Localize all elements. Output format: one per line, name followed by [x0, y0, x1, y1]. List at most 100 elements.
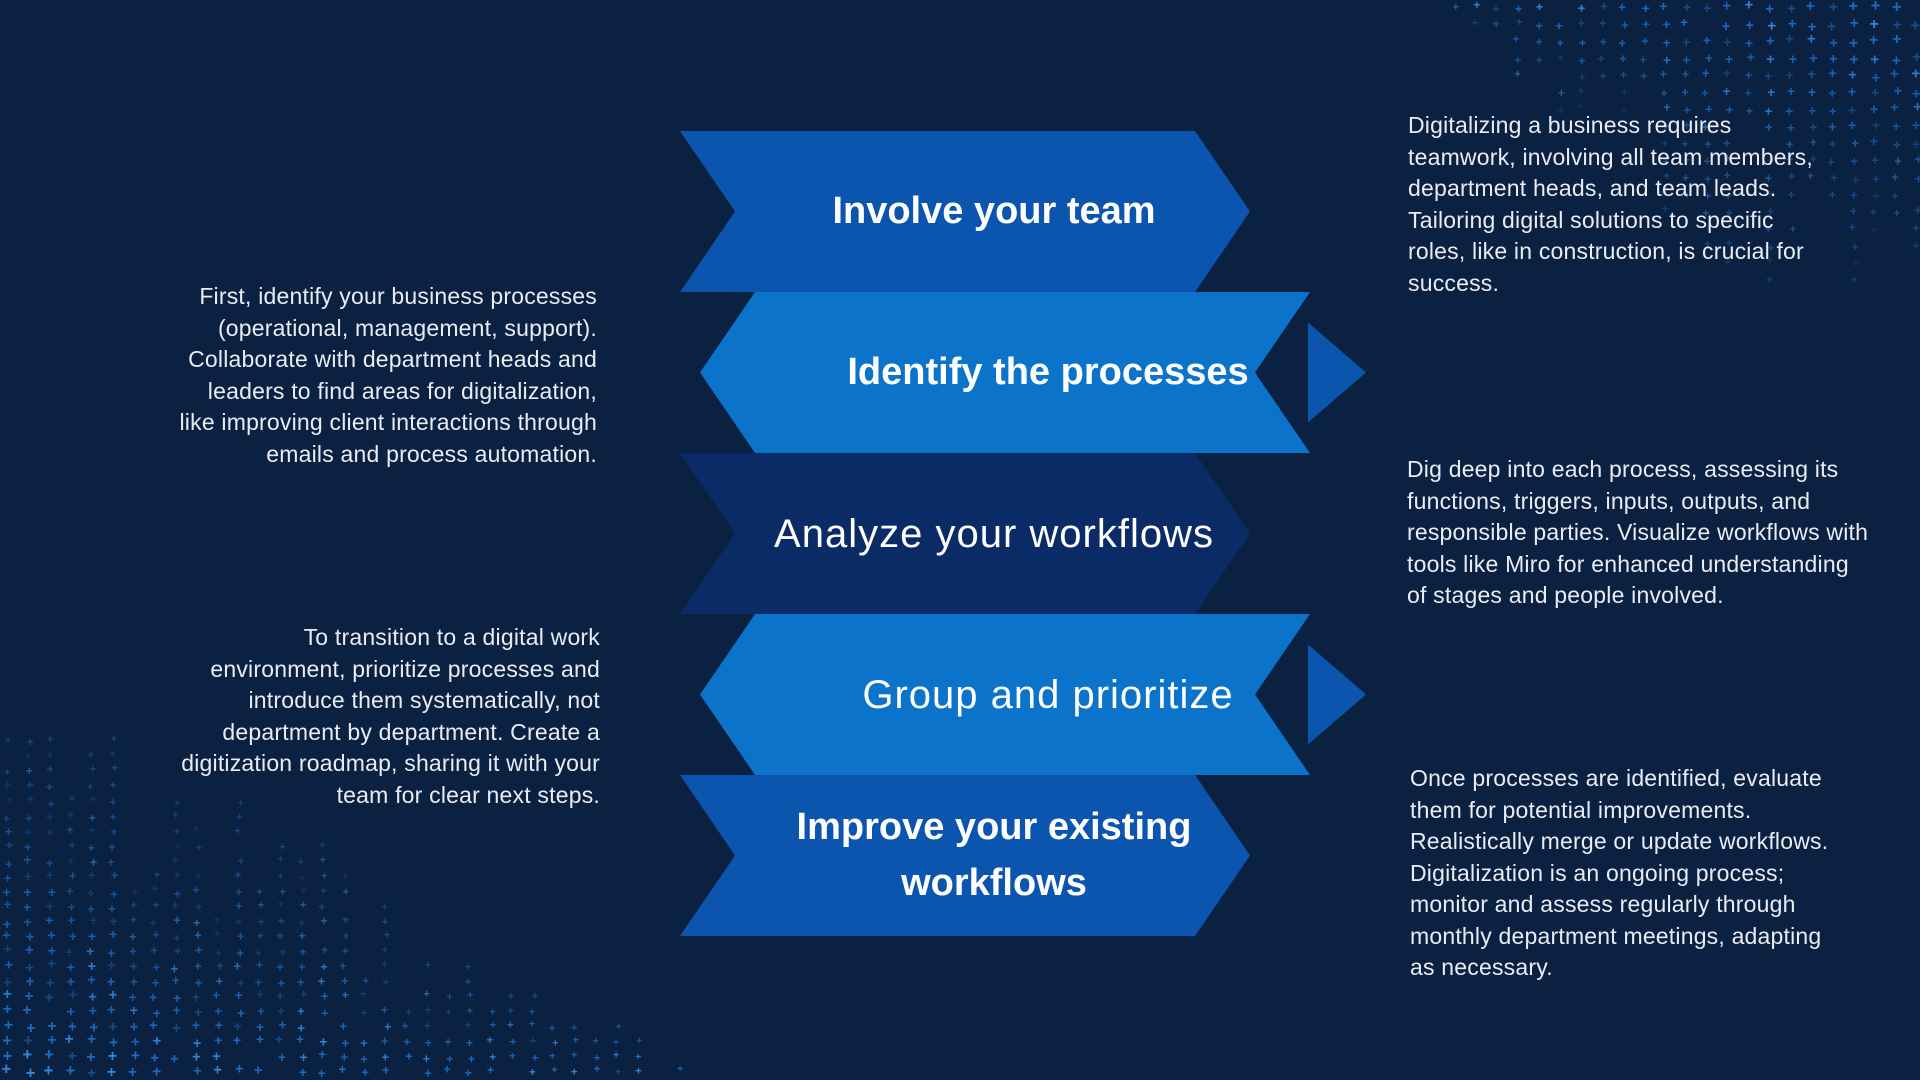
plus-glyph: + — [237, 855, 245, 868]
plus-glyph: + — [194, 1003, 203, 1020]
plus-glyph: + — [108, 901, 116, 917]
plus-glyph: + — [1807, 17, 1817, 35]
plus-glyph: + — [129, 929, 137, 944]
plus-glyph: + — [129, 1019, 139, 1036]
plus-glyph: + — [278, 914, 285, 929]
plus-glyph: + — [173, 826, 181, 839]
plus-glyph: + — [445, 1006, 452, 1019]
plus-glyph: + — [89, 763, 97, 776]
plus-glyph: + — [88, 990, 97, 1007]
plus-glyph: + — [256, 886, 263, 899]
plus-glyph: + — [362, 974, 370, 987]
plus-glyph: + — [466, 1005, 474, 1018]
plus-glyph: + — [87, 868, 96, 884]
plus-glyph: + — [150, 1049, 160, 1067]
plus-glyph: + — [1599, 70, 1607, 84]
plus-glyph: + — [1849, 14, 1859, 32]
plus-glyph: + — [171, 853, 179, 867]
plus-glyph: + — [317, 1065, 326, 1080]
plus-glyph: + — [25, 1063, 36, 1080]
plus-glyph: + — [3, 766, 11, 779]
plus-glyph: + — [1809, 50, 1818, 67]
plus-glyph: + — [109, 914, 118, 930]
plus-glyph: + — [1914, 202, 1920, 218]
plus-glyph: + — [593, 1052, 601, 1065]
plus-glyph: + — [2, 986, 12, 1004]
plus-glyph: + — [234, 987, 243, 1003]
plus-glyph: + — [444, 1035, 452, 1050]
plus-glyph: + — [359, 988, 367, 1002]
plus-glyph: + — [342, 886, 350, 899]
plus-glyph: + — [1704, 51, 1713, 67]
plus-glyph: + — [593, 1063, 601, 1076]
chevron-left-shape: Identify the processes — [700, 292, 1310, 453]
plus-glyph: + — [1640, 69, 1648, 84]
plus-glyph: + — [1787, 83, 1796, 100]
step-label: Improve your existing workflows — [796, 806, 1192, 904]
plus-glyph: + — [571, 1022, 578, 1035]
plus-glyph: + — [342, 914, 349, 927]
plus-glyph: + — [89, 1019, 99, 1037]
plus-glyph: + — [529, 1065, 536, 1079]
plus-glyph: + — [45, 897, 54, 914]
plus-glyph: + — [341, 988, 350, 1003]
plus-glyph: + — [89, 793, 97, 806]
plus-glyph: + — [612, 1049, 620, 1062]
plus-glyph: + — [173, 868, 181, 883]
plus-glyph: + — [47, 944, 57, 961]
plus-glyph: + — [173, 886, 181, 901]
plus-glyph: + — [2, 927, 11, 944]
plus-glyph: + — [614, 1066, 622, 1079]
plus-glyph: + — [2, 1001, 12, 1019]
plus-glyph: + — [68, 988, 78, 1005]
plus-glyph: + — [318, 840, 326, 853]
plus-glyph: + — [528, 1006, 536, 1019]
plus-glyph: + — [1744, 67, 1753, 83]
chevron-left-shape: Group and prioritize — [700, 614, 1310, 775]
plus-glyph: + — [1869, 16, 1879, 34]
plus-glyph: + — [277, 853, 284, 866]
plus-glyph: + — [507, 991, 515, 1004]
plus-glyph: + — [1785, 67, 1794, 84]
plus-glyph: + — [173, 912, 181, 928]
plus-glyph: + — [677, 1063, 684, 1075]
plus-glyph: + — [1746, 50, 1755, 66]
plus-glyph: + — [152, 898, 160, 913]
plus-glyph: + — [1829, 0, 1839, 17]
plus-glyph: + — [5, 856, 13, 872]
plus-glyph: + — [4, 956, 14, 974]
plus-glyph: + — [1555, 18, 1563, 33]
plus-glyph: + — [1662, 34, 1671, 50]
plus-glyph: + — [341, 1035, 350, 1051]
plus-glyph: + — [1891, 52, 1901, 70]
plus-glyph: + — [1911, 65, 1920, 83]
plus-glyph: + — [233, 958, 242, 974]
plus-glyph: + — [194, 928, 202, 943]
plus-glyph: + — [1535, 19, 1543, 34]
plus-glyph: + — [86, 885, 95, 901]
plus-glyph: + — [192, 1035, 202, 1052]
plus-glyph: + — [405, 1049, 413, 1064]
plus-glyph: + — [489, 1050, 497, 1065]
plus-glyph: + — [234, 914, 243, 929]
plus-glyph: + — [277, 1003, 286, 1019]
plus-glyph: + — [548, 1049, 556, 1062]
plus-glyph: + — [1452, 1, 1460, 14]
step-banner-analyze-workflows: Analyze your workflows — [680, 453, 1250, 614]
plus-glyph: + — [486, 1035, 494, 1048]
plus-glyph: + — [320, 988, 329, 1004]
plus-glyph: + — [149, 990, 158, 1006]
plus-glyph: + — [1745, 17, 1754, 34]
plus-glyph: + — [1871, 69, 1881, 87]
plus-glyph: + — [152, 1033, 162, 1050]
plus-glyph: + — [213, 914, 221, 927]
plus-glyph: + — [152, 1062, 162, 1080]
plus-glyph: + — [86, 1048, 96, 1066]
plus-glyph: + — [551, 1064, 558, 1077]
plus-glyph: + — [278, 1017, 287, 1033]
plus-glyph: + — [46, 762, 54, 777]
plus-glyph: + — [528, 1018, 536, 1031]
plus-glyph: + — [131, 1033, 140, 1051]
plus-glyph: + — [446, 1051, 454, 1066]
plus-glyph: + — [1492, 1, 1500, 16]
